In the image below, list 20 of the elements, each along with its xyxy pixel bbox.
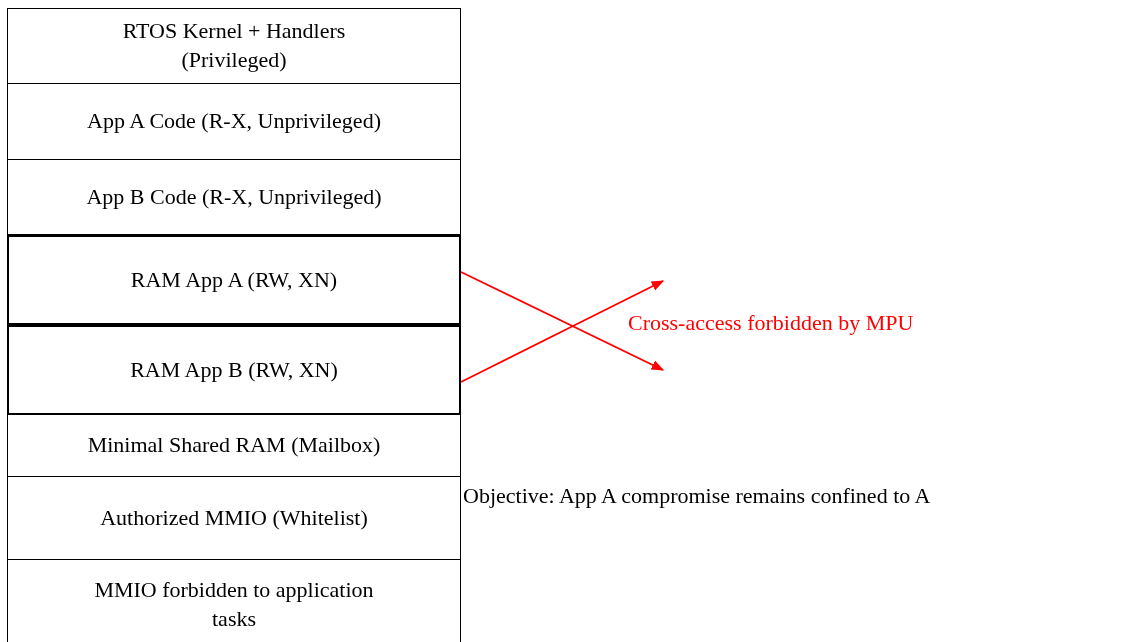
memory-region-box [7, 8, 461, 84]
region-label: App B Code (R-X, Unprivileged) [86, 182, 382, 211]
memory-region-box [7, 325, 461, 415]
arrow [460, 271, 665, 371]
annotation-text: Cross-access forbidden by MPU [628, 310, 914, 336]
region-label: RTOS Kernel + Handlers (Privileged) [121, 17, 347, 74]
memory-region-box [7, 235, 461, 325]
region-label: MMIO forbidden to application tasks [93, 575, 375, 633]
note-text: Objective: App A compromise remains confined to A [463, 483, 931, 509]
memory-region-box [7, 160, 461, 235]
memory-region-box [7, 415, 461, 477]
arrow [460, 280, 665, 383]
memory-region-box [7, 477, 461, 560]
region-label: Minimal Shared RAM (Mailbox) [87, 431, 381, 460]
region-label: RAM App B (RW, XN) [130, 355, 338, 384]
memory-region-box [7, 84, 461, 160]
region-label: Authorized MMIO (Whitelist) [100, 503, 368, 532]
memory-region-box [7, 560, 461, 642]
region-label: App A Code (R-X, Unprivileged) [87, 107, 381, 136]
region-label: RAM App A (RW, XN) [130, 265, 338, 294]
